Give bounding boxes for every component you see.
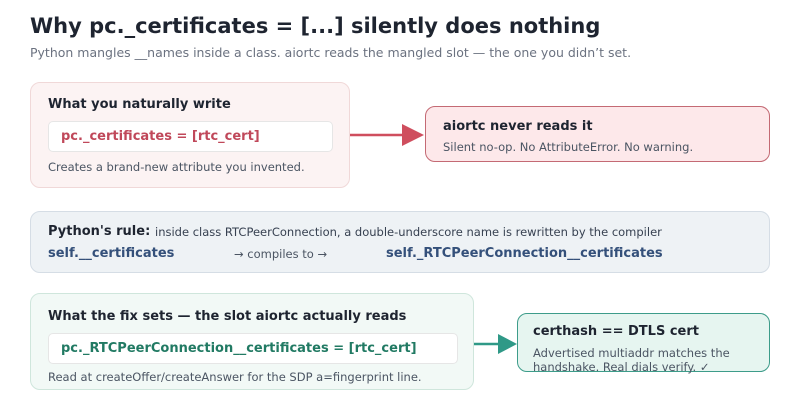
rule-arrow-text: → compiles to →: [234, 247, 328, 261]
ok-note-line2: handshake. Real dials verify. ✓: [533, 360, 710, 374]
rule-text: inside class RTCPeerConnection, a double…: [155, 225, 662, 239]
page-subtitle: Python mangles __names inside a class. a…: [30, 45, 632, 60]
arrow-fix-to-ok: [474, 334, 517, 354]
fix-note: Read at createOffer/createAnswer for the…: [48, 370, 422, 384]
result-card: aiortc never reads it Silent no-op. No A…: [425, 106, 770, 162]
result-heading: aiortc never reads it: [443, 119, 593, 134]
fix-card: What the fix sets — the slot aiortc actu…: [30, 293, 474, 390]
result-note: Silent no-op. No AttributeError. No warn…: [443, 140, 694, 154]
problem-heading: What you naturally write: [48, 97, 231, 112]
problem-code: pc._certificates = [rtc_cert]: [48, 121, 333, 152]
ok-heading: certhash == DTLS cert: [533, 324, 699, 339]
ok-card: certhash == DTLS cert Advertised multiad…: [517, 313, 770, 374]
rule-card: Python's rule: inside class RTCPeerConne…: [30, 211, 770, 273]
ok-note-line1: Advertised multiaddr matches the: [533, 346, 730, 360]
fix-heading: What the fix sets — the slot aiortc actu…: [48, 309, 407, 324]
rule-label: Python's rule:: [48, 224, 151, 239]
fix-code: pc._RTCPeerConnection__certificates = [r…: [48, 333, 458, 364]
problem-card: What you naturally write pc._certificate…: [30, 82, 350, 188]
rule-to-name: self._RTCPeerConnection__certificates: [386, 246, 663, 261]
rule-from-name: self.__certificates: [48, 246, 175, 261]
problem-note: Creates a brand-new attribute you invent…: [48, 160, 305, 174]
arrow-problem-to-result: [350, 124, 424, 146]
page-title: Why pc._certificates = [...] silently do…: [30, 14, 601, 38]
